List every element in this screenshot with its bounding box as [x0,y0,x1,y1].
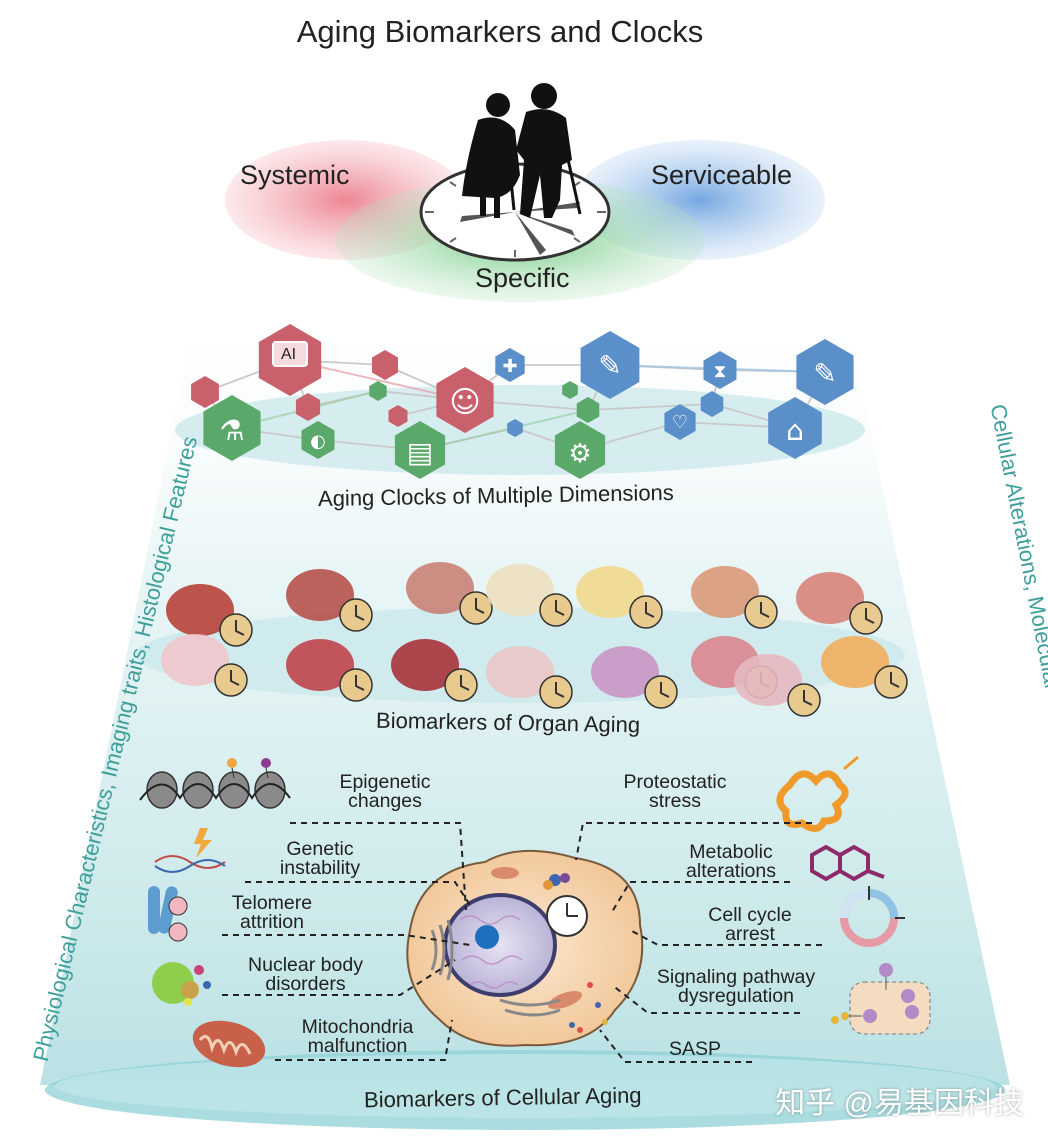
hex-glyph: ⌂ [786,414,804,447]
brain-icon [486,646,554,698]
hex-node [576,397,600,423]
hex-glyph: ⚗ [219,414,244,447]
muscle-icon [166,584,234,636]
prostate-icon [734,654,802,706]
leader-lines [222,822,822,1063]
hex-glyph: ✎ [598,349,621,382]
ai-icon-label: AI [281,346,297,363]
clock-hands [760,602,770,618]
hex-glyph: ✚ [502,356,517,377]
lung-icon [161,634,229,686]
doctor-hex-icon [436,367,494,433]
cell-cycle-icon [840,886,905,947]
pill-hex-icon [301,421,335,459]
dna-damage-icon [154,828,226,873]
clock-hands [865,608,875,624]
nuclear-body-icon [152,962,211,1006]
clock-hands [355,675,365,691]
hex-glyph: ⚙ [568,439,591,469]
hex-glyph: ♡ [672,412,688,433]
microscope-hex-icon [554,421,606,479]
hex-glyph: ⧗ [714,361,727,382]
mitochondria-icon [192,1020,266,1068]
clock-hands [660,682,670,698]
heart-icon [391,639,459,691]
hex-node [295,393,321,421]
skin-icon [691,566,759,618]
monitor-icon [272,341,308,367]
syringe-hex-icon-2 [796,339,854,405]
protein-aggregate-icon [776,756,859,832]
signaling-pathway-icon [831,963,931,1035]
clock-hands [555,600,565,616]
section-label-cellular: Biomarkers of Cellular Aging [363,1082,642,1113]
label-sasp: SASP [668,1038,722,1060]
hex-node [372,350,398,380]
criterion-specific: Specific [475,263,570,293]
clipboard-hex-icon [394,421,446,479]
elderly-couple-icon [462,83,582,218]
kidney-icon [406,562,474,614]
test-tube-hex-icon [203,395,261,461]
hex-node [191,376,219,408]
cell-clock-icon [546,895,588,937]
clock-hands [460,675,470,691]
clock-hands [555,682,565,698]
hex-glyph: ▤ [407,436,433,469]
heart-hex-icon [664,404,696,440]
dna-hex-icon [703,351,737,389]
clock-hands [475,598,485,614]
hex-glyph: ☺ [449,385,480,420]
clock-hands [803,690,813,706]
liver-icon [286,569,354,621]
page-title: Aging Biomarkers and Clocks [296,14,704,49]
telomere-icon [148,886,188,942]
clock-hands [645,602,655,618]
syringe-hex-icon [580,331,640,399]
adipose-icon [576,566,644,618]
hex-glyph: ◐ [310,431,326,452]
hospital-bed-hex-icon [768,397,822,459]
criterion-serviceable: Serviceable [651,160,793,190]
hex-node [700,391,724,417]
clock-hands [235,620,245,636]
criterion-systemic: Systemic [240,160,350,190]
clock-hands [355,605,365,621]
hex-node [507,419,523,437]
section-label-organ: Biomarkers of Organ Aging [375,707,641,738]
senescent-cell [406,849,644,1047]
pancreas-icon [821,636,889,688]
hex-node [562,381,578,399]
clock-hands [230,670,240,686]
medical-cross-hex-icon [495,348,525,382]
blood-vessel-icon [286,639,354,691]
hex-glyph: ✎ [813,357,836,390]
metabolite-icon [810,844,885,882]
bone-icon [486,564,554,616]
clock-hands [890,672,900,688]
hex-node [388,405,408,427]
hex-node [369,381,387,401]
chromatin-icon [139,771,291,809]
intestine-icon [796,572,864,624]
watermark: 知乎 @易基因科技 [775,1087,1024,1120]
blood-cells-icon [591,646,659,698]
